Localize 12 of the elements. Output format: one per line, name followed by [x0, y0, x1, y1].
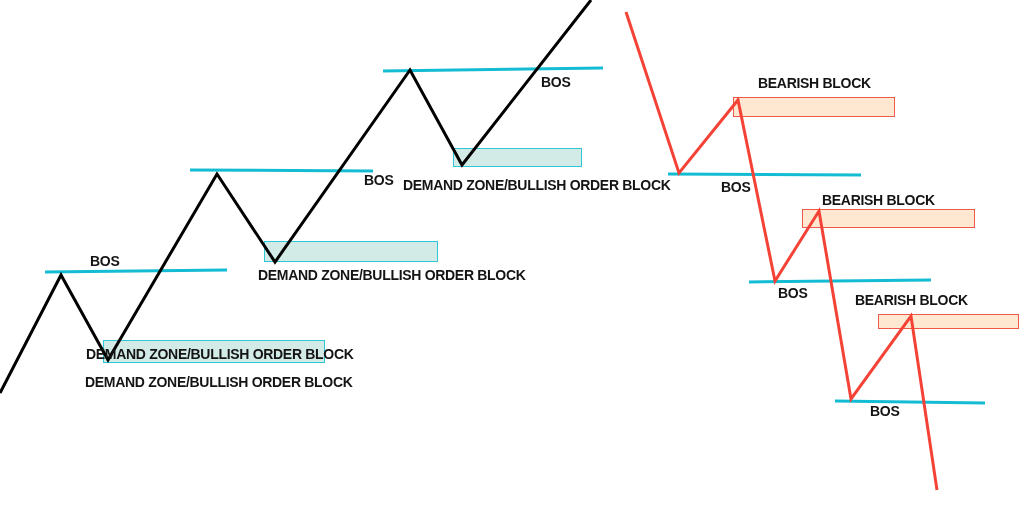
zone-label: DEMAND ZONE/BULLISH ORDER BLOCK — [403, 177, 671, 193]
zone-label: DEMAND ZONE/BULLISH ORDER BLOCK — [85, 374, 353, 390]
bos-label: BOS — [721, 179, 751, 195]
bos-label: BOS — [364, 172, 394, 188]
bos-label: BOS — [870, 403, 900, 419]
block-label: BEARISH BLOCK — [758, 75, 871, 91]
block-label: BEARISH BLOCK — [822, 192, 935, 208]
zone-label: DEMAND ZONE/BULLISH ORDER BLOCK — [258, 267, 526, 283]
bos-label: BOS — [778, 285, 808, 301]
bos-label: BOS — [541, 74, 571, 90]
block-label: BEARISH BLOCK — [855, 292, 968, 308]
bos-label: BOS — [90, 253, 120, 269]
